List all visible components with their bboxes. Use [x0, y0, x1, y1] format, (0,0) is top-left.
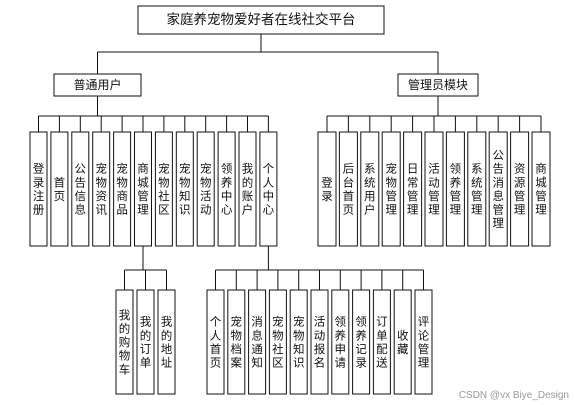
- admin-child-label: 系统用户: [364, 162, 376, 217]
- personal-child-box: [268, 289, 287, 395]
- user-child-label: 我的账户: [242, 162, 254, 217]
- admin-child-label: 宠物管理: [385, 162, 397, 217]
- user-child-box: [71, 131, 90, 247]
- admin-child-box: [403, 131, 423, 247]
- user-child-box: [175, 131, 194, 247]
- personal-child-label: 评论管理: [418, 315, 430, 370]
- admin-child-label: 公告消息管理: [492, 148, 504, 230]
- personal-child-box: [248, 289, 267, 395]
- admin-module-title: 管理员模块: [408, 77, 468, 92]
- user-child-label: 宠物社区: [158, 162, 170, 217]
- user-child-box: [259, 131, 278, 247]
- user-child-label: 首页: [54, 175, 66, 203]
- personal-child-label: 宠物知识: [293, 315, 305, 370]
- personal-child-label: 宠物档案: [231, 315, 243, 370]
- personal-child-box: [352, 289, 371, 395]
- user-child-box: [217, 131, 236, 247]
- admin-child-label: 日常管理: [407, 162, 419, 217]
- personal-child-box: [227, 289, 246, 395]
- user-child-label: 宠物活动: [200, 162, 212, 217]
- user-child-label: 个人中心: [263, 162, 275, 217]
- user-child-label: 商城管理: [137, 162, 149, 217]
- personal-child-label: 宠物社区: [272, 315, 284, 370]
- root-title: 家庭养宠物爱好者在线社交平台: [167, 11, 356, 28]
- user-child-label: 领养中心: [221, 162, 233, 217]
- user-child-box: [50, 131, 69, 247]
- user-child-box: [113, 131, 132, 247]
- user-child-box: [196, 131, 215, 247]
- personal-child-label: 领养申请: [335, 315, 347, 370]
- user-module-title: 普通用户: [73, 77, 121, 92]
- admin-module-box: [397, 73, 479, 97]
- personal-child-box: [393, 289, 412, 395]
- admin-child-box: [488, 131, 508, 247]
- admin-child-box: [381, 131, 401, 247]
- user-child-box: [134, 131, 152, 247]
- user-child-box: [92, 131, 111, 247]
- personal-child-box: [289, 289, 308, 395]
- mall-child-label: 我的订单: [140, 315, 152, 370]
- personal-child-label: 订单配送: [376, 315, 388, 370]
- admin-child-label: 登录: [321, 175, 333, 203]
- mall-child-box: [136, 289, 155, 395]
- admin-child-label: 系统管理: [471, 162, 483, 217]
- user-child-box: [29, 131, 48, 247]
- admin-child-label: 后台首页: [343, 162, 355, 217]
- personal-child-label: 消息通知: [251, 315, 263, 370]
- personal-child-label: 领养记录: [355, 315, 367, 370]
- user-child-box: [154, 131, 173, 247]
- admin-child-box: [445, 131, 465, 247]
- mall-child-label: 我的购物车: [119, 308, 131, 376]
- mall-child-label: 我的地址: [161, 315, 173, 370]
- mall-child-box: [157, 289, 176, 395]
- admin-child-label: 商城管理: [535, 162, 547, 217]
- personal-child-label: 收藏: [397, 328, 409, 356]
- root-box: [137, 5, 385, 35]
- admin-child-box: [510, 131, 530, 247]
- admin-child-box: [360, 131, 380, 247]
- admin-child-box: [424, 131, 444, 247]
- admin-child-label: 领养管理: [450, 162, 462, 217]
- user-child-label: 宠物资讯: [95, 162, 107, 217]
- user-child-label: 登录注册: [33, 162, 45, 217]
- personal-child-box: [414, 289, 433, 395]
- personal-child-box: [331, 289, 350, 395]
- admin-child-box: [317, 131, 337, 247]
- user-child-label: 公告信息: [75, 162, 87, 217]
- admin-child-box: [338, 131, 358, 247]
- user-child-label: 宠物知识: [179, 162, 191, 217]
- admin-child-box: [531, 131, 551, 247]
- admin-child-box: [467, 131, 487, 247]
- user-child-box: [238, 131, 257, 247]
- admin-child-label: 活动管理: [428, 162, 440, 217]
- personal-child-box: [206, 289, 225, 395]
- user-child-label: 宠物商品: [116, 162, 128, 217]
- mall-child-box: [115, 289, 134, 395]
- admin-child-label: 资源管理: [514, 162, 526, 217]
- watermark: CSDN @vx Biye_Design: [458, 390, 569, 401]
- user-module-box: [53, 73, 142, 97]
- personal-child-label: 活动报名: [314, 315, 326, 370]
- personal-child-label: 个人首页: [210, 315, 222, 370]
- personal-child-box: [372, 289, 391, 395]
- personal-child-box: [310, 289, 329, 395]
